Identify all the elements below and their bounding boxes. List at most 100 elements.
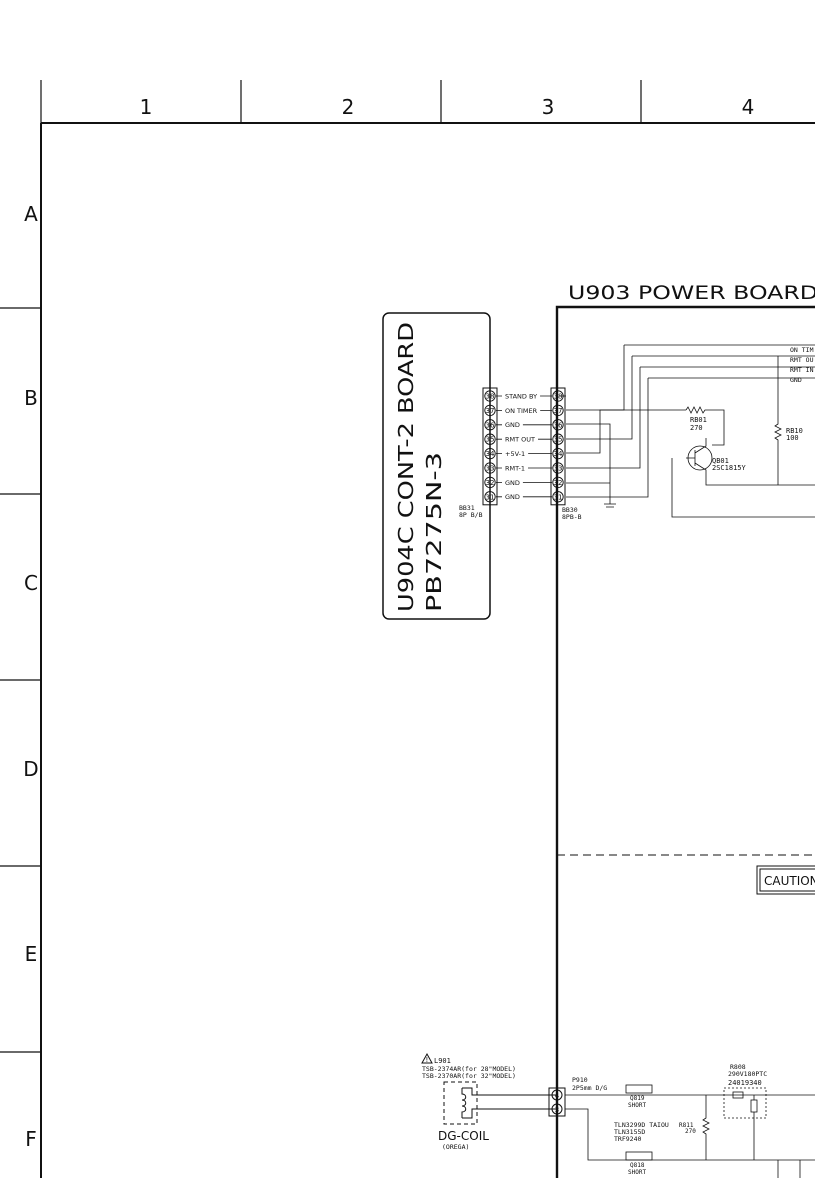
trace-pin34: [566, 409, 686, 454]
bb30-pin-number: 31: [554, 493, 563, 501]
rb10-ref: RB10: [786, 427, 803, 435]
cable-label-bg: [502, 449, 529, 458]
rb10-resistor: [774, 356, 782, 485]
grid-col-2: 2: [342, 95, 355, 119]
trace-dg-return: [565, 1108, 815, 1161]
p910-pin3-num: 3: [555, 1106, 559, 1114]
q818-value: SHORT: [628, 1169, 646, 1176]
cable-signal-label: GND: [505, 493, 520, 501]
caution-label: CAUTION: [764, 874, 815, 888]
trace-pin31-gnd: [566, 378, 649, 498]
power-board-traces: [560, 344, 815, 518]
q819-value: SHORT: [628, 1102, 646, 1109]
bb30-pin-number: 37: [554, 407, 563, 415]
cont2-board-part-number: PB7275N-3: [422, 452, 446, 612]
r808-ptc-outline: [723, 1087, 767, 1119]
sheet-frame: [0, 80, 815, 1178]
rb01-value: 270: [690, 424, 703, 432]
rb01-ref: RB01: [690, 416, 707, 424]
power-board-title: U903 POWER BOARD: [568, 282, 815, 304]
grid-col-4: 4: [742, 95, 755, 119]
bb30-pin-33: [552, 462, 564, 474]
bb30-type: 8PB-B: [562, 513, 582, 521]
p910-type: 2P5mm D/G: [572, 1084, 607, 1092]
r808-ptc-element-a: [732, 1091, 744, 1099]
grid-col-1: 1: [140, 95, 153, 119]
bb31-pin-number: 35: [486, 436, 495, 444]
bb31-pin-number: 36: [486, 421, 495, 429]
rb10-value: 100: [786, 434, 799, 442]
bb31-pin-36: [484, 419, 496, 431]
cable-label-bg: [502, 478, 523, 487]
cable-label-bg: [502, 406, 541, 415]
cable-label-bg: [502, 492, 523, 501]
cable-label-bg: [502, 435, 539, 444]
power-board: U903 POWER BOARD CAUTION BB30 8PB-B: [555, 282, 815, 1178]
grid-row-d: D: [23, 757, 38, 781]
bb31-pin-33: [484, 462, 496, 474]
p910-ref: P910: [572, 1076, 588, 1084]
ground-symbol: [604, 500, 616, 508]
tln-part-3: TRF9240: [614, 1135, 641, 1143]
cable-signal-label: GND: [505, 479, 520, 487]
caution-box-outer: [756, 865, 815, 895]
bb30-pin-number: 35: [554, 436, 563, 444]
cont2-board: U904C CONT-2 BOARD PB7275N-3 BB31 8P B/B: [382, 312, 491, 620]
cable-signal-label: RMT-1: [505, 464, 525, 472]
bb31-pin-32: [484, 476, 496, 489]
grid-row-b: B: [24, 386, 38, 410]
safety-warning-icon: [421, 1052, 433, 1064]
rb01-resistor: [685, 406, 725, 446]
q819-ref: Q819: [630, 1095, 645, 1102]
dg-coil-name: DG-COIL: [438, 1129, 489, 1143]
grid-row-c: C: [24, 571, 38, 595]
trace-pin35: [566, 356, 633, 440]
cable-label-bg: [502, 420, 523, 429]
bb30-pin-32: [552, 476, 564, 489]
trace-return: [671, 458, 815, 518]
bb31-housing: [482, 387, 498, 506]
trace-pin37: [566, 345, 625, 411]
q819-jumper: [625, 1084, 653, 1094]
trace-bottom-stubs: [777, 1160, 801, 1178]
cont2-board-title: U904C CONT-2 BOARD: [394, 322, 418, 612]
dg-coil-outline: [443, 1081, 478, 1125]
bb31-pin-number: 34: [486, 450, 495, 458]
net-label-rmt-in: RMT IN: [790, 366, 814, 374]
qb01-ref: QB01: [712, 457, 729, 465]
net-label-gnd: GND: [790, 376, 802, 384]
bb31-pin-34: [484, 447, 496, 460]
grid-column-labels: 1 2 3 4: [140, 95, 755, 119]
bb30-pin-35: [552, 433, 564, 445]
bb31-pin-number: 37: [486, 407, 495, 415]
power-net-labels: ON TIM RMT OU RMT IN GND: [790, 346, 814, 384]
power-board-outline: [555, 305, 815, 1178]
bb30-pin-31: [552, 491, 564, 503]
bb31-ref: BB31: [459, 504, 475, 512]
bb30-pin-number: 38: [554, 393, 563, 401]
l901-ref: L901: [434, 1057, 451, 1065]
r811-ref: R811: [679, 1122, 694, 1129]
p910-pin4-num: 4: [555, 1092, 560, 1100]
r808-value: 290V180PTC: [728, 1070, 767, 1078]
degauss-section: ! L901 TSB-2374AR(for 28"MODEL) TSB-2370…: [421, 1052, 815, 1178]
net-label-rmt-out: RMT OU: [790, 356, 814, 364]
cable-signal-label: +5V-1: [505, 450, 525, 458]
cable-signal-label: GND: [505, 421, 520, 429]
q818-ref: Q818: [630, 1162, 645, 1169]
p910-connector: [548, 1087, 566, 1117]
trace-pin36-gnd: [566, 423, 611, 500]
bb30-housing: [550, 387, 566, 506]
grid-col-3: 3: [542, 95, 555, 119]
bb31-pin-number: 32: [486, 479, 495, 487]
net-label-on-timer: ON TIM: [790, 346, 814, 354]
bb30-pin-number: 34: [554, 450, 563, 458]
cable-label-bg: [502, 392, 541, 400]
bb31-pin-38: [484, 390, 496, 402]
cable-signal-label: STAND BY: [505, 392, 537, 400]
bb31-pin-number: 38: [486, 393, 495, 401]
qb01-transistor-leads: [686, 438, 815, 486]
